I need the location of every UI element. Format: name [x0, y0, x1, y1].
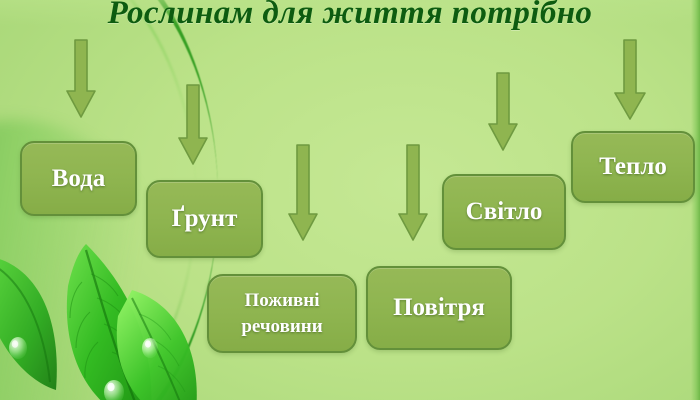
- page-title: Рослинам для життя потрібно: [107, 0, 593, 31]
- label-line-1: Поживні: [244, 289, 320, 311]
- label-line-2: речовини: [241, 315, 323, 337]
- concept-box-grunt[interactable]: Ґрунт: [146, 180, 263, 258]
- arrow-to-voda: [66, 39, 96, 119]
- arrow-to-povitrya: [398, 144, 428, 242]
- right-edge-strip: [691, 0, 700, 400]
- arrow-to-svitlo: [488, 72, 518, 152]
- arrow-to-grunt: [178, 84, 208, 166]
- concept-box-voda-label: Вода: [51, 164, 106, 192]
- concept-box-povitrya-label: Повітря: [393, 294, 485, 321]
- concept-box-teplo-label: Тепло: [599, 153, 667, 180]
- concept-box-teplo[interactable]: Тепло: [571, 131, 695, 203]
- concept-box-svitlo[interactable]: Світло: [442, 174, 566, 250]
- arrow-to-teplo: [614, 39, 646, 121]
- concept-box-svitlo-label: Світло: [465, 198, 543, 225]
- top-haze: [0, 0, 700, 26]
- arrow-to-pozhyvni-rechovyny: [288, 144, 318, 242]
- concept-box-povitrya[interactable]: Повітря: [366, 266, 512, 350]
- concept-box-pozhyvni-rechovyny-label: Поживні речовини: [241, 288, 322, 339]
- concept-box-pozhyvni-rechovyny[interactable]: Поживні речовини: [207, 274, 357, 353]
- concept-box-grunt-label: Ґрунт: [171, 205, 238, 232]
- concept-box-voda[interactable]: Вода: [20, 141, 137, 216]
